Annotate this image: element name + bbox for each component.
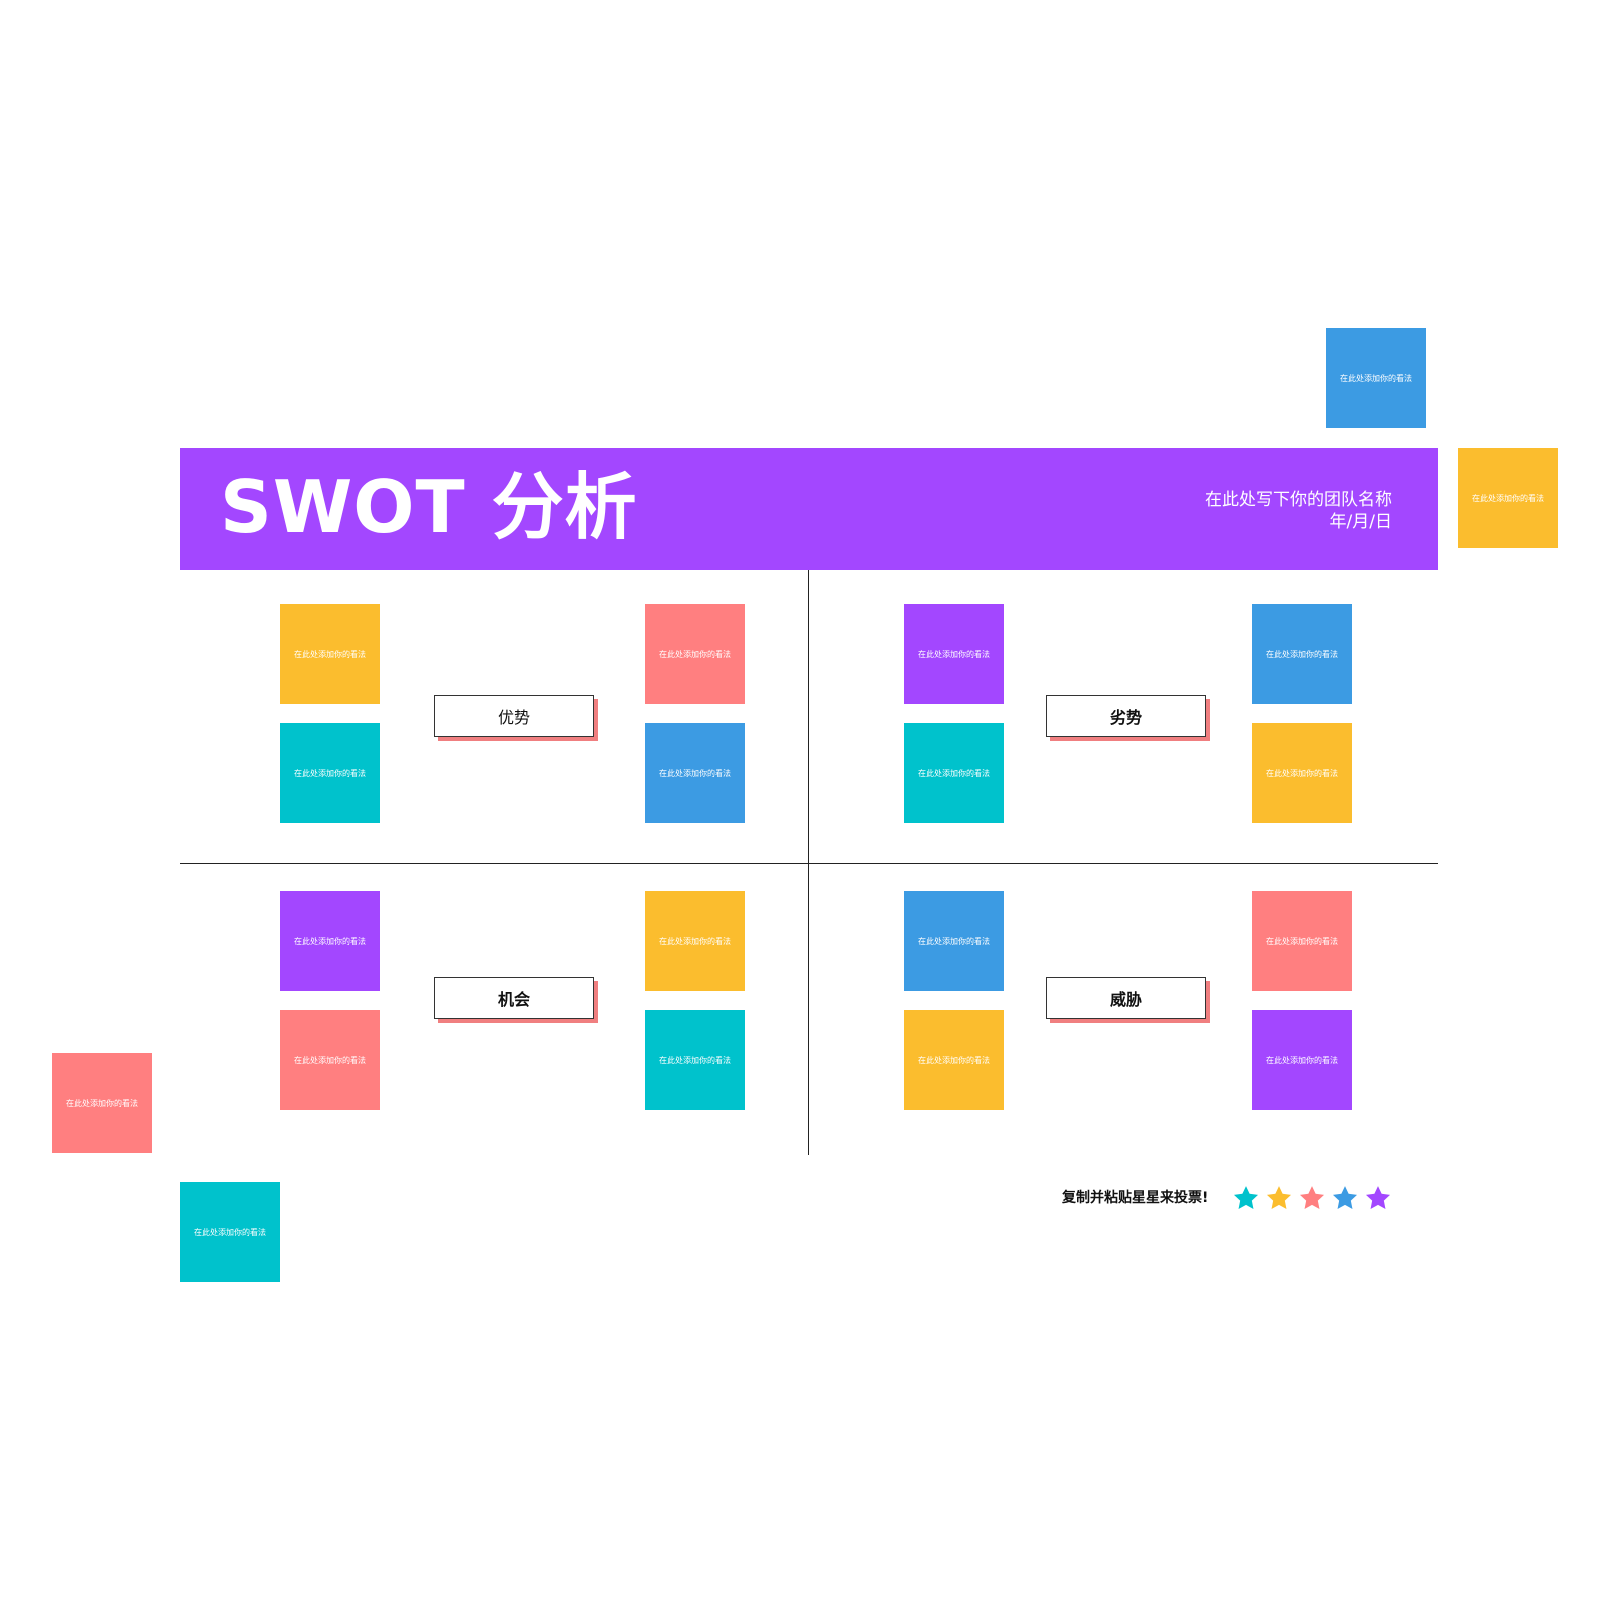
sticky-note-opportunities-2[interactable]: 在此处添加你的看法: [280, 1010, 380, 1110]
sticky-note-threats-1[interactable]: 在此处添加你的看法: [904, 891, 1004, 991]
label-weaknesses[interactable]: 劣势: [1046, 695, 1206, 737]
sticky-note-text: 在此处添加你的看法: [918, 768, 990, 778]
star-icon[interactable]: [1232, 1184, 1260, 1212]
sticky-note-weaknesses-3[interactable]: 在此处添加你的看法: [1252, 604, 1352, 704]
sticky-note-text: 在此处添加你的看法: [1340, 373, 1412, 383]
sticky-note-threats-2[interactable]: 在此处添加你的看法: [904, 1010, 1004, 1110]
sticky-note-text: 在此处添加你的看法: [294, 1055, 366, 1065]
sticky-note-extra-coral[interactable]: 在此处添加你的看法: [52, 1053, 152, 1153]
vertical-divider: [808, 570, 809, 1155]
sticky-note-threats-4[interactable]: 在此处添加你的看法: [1252, 1010, 1352, 1110]
sticky-note-extra-teal[interactable]: 在此处添加你的看法: [180, 1182, 280, 1282]
label-opportunities-text: 机会: [497, 990, 530, 1009]
sticky-note-strengths-3[interactable]: 在此处添加你的看法: [645, 604, 745, 704]
sticky-note-text: 在此处添加你的看法: [659, 936, 731, 946]
sticky-note-strengths-4[interactable]: 在此处添加你的看法: [645, 723, 745, 823]
sticky-note-text: 在此处添加你的看法: [294, 768, 366, 778]
sticky-note-weaknesses-1[interactable]: 在此处添加你的看法: [904, 604, 1004, 704]
vote-instruction: 复制并粘贴星星来投票!: [1062, 1190, 1209, 1206]
sticky-note-threats-3[interactable]: 在此处添加你的看法: [1252, 891, 1352, 991]
sticky-note-opportunities-1[interactable]: 在此处添加你的看法: [280, 891, 380, 991]
label-opportunities[interactable]: 机会: [434, 977, 594, 1019]
sticky-note-text: 在此处添加你的看法: [294, 936, 366, 946]
label-strengths-text: 优势: [497, 708, 530, 727]
sticky-note-text: 在此处添加你的看法: [294, 649, 366, 659]
sticky-note-text: 在此处添加你的看法: [1472, 493, 1544, 503]
star-icon[interactable]: [1298, 1184, 1326, 1212]
label-threats[interactable]: 威胁: [1046, 977, 1206, 1019]
sticky-note-text: 在此处添加你的看法: [918, 1055, 990, 1065]
sticky-note-opportunities-4[interactable]: 在此处添加你的看法: [645, 1010, 745, 1110]
date-field[interactable]: 年/月/日: [1329, 512, 1392, 532]
label-threats-text: 威胁: [1109, 990, 1142, 1009]
page-title[interactable]: SWOT 分析: [220, 465, 638, 549]
sticky-note-text: 在此处添加你的看法: [66, 1098, 138, 1108]
sticky-note-text: 在此处添加你的看法: [918, 936, 990, 946]
sticky-note-text: 在此处添加你的看法: [659, 768, 731, 778]
sticky-note-strengths-2[interactable]: 在此处添加你的看法: [280, 723, 380, 823]
sticky-note-weaknesses-2[interactable]: 在此处添加你的看法: [904, 723, 1004, 823]
sticky-note-text: 在此处添加你的看法: [1266, 768, 1338, 778]
sticky-note-text: 在此处添加你的看法: [1266, 936, 1338, 946]
sticky-note-text: 在此处添加你的看法: [659, 1055, 731, 1065]
star-icon[interactable]: [1265, 1184, 1293, 1212]
horizontal-divider: [180, 863, 1438, 864]
star-icon[interactable]: [1331, 1184, 1359, 1212]
sticky-note-text: 在此处添加你的看法: [659, 649, 731, 659]
sticky-note-extra-blue[interactable]: 在此处添加你的看法: [1326, 328, 1426, 428]
sticky-note-opportunities-3[interactable]: 在此处添加你的看法: [645, 891, 745, 991]
header-banner: SWOT 分析 在此处写下你的团队名称 年/月/日: [180, 448, 1438, 570]
sticky-note-weaknesses-4[interactable]: 在此处添加你的看法: [1252, 723, 1352, 823]
star-icon[interactable]: [1364, 1184, 1392, 1212]
sticky-note-text: 在此处添加你的看法: [1266, 1055, 1338, 1065]
sticky-note-text: 在此处添加你的看法: [194, 1227, 266, 1237]
sticky-note-text: 在此处添加你的看法: [1266, 649, 1338, 659]
sticky-note-text: 在此处添加你的看法: [918, 649, 990, 659]
label-strengths[interactable]: 优势: [434, 695, 594, 737]
sticky-note-extra-yellow[interactable]: 在此处添加你的看法: [1458, 448, 1558, 548]
sticky-note-strengths-1[interactable]: 在此处添加你的看法: [280, 604, 380, 704]
team-name-field[interactable]: 在此处写下你的团队名称: [1205, 490, 1392, 510]
label-weaknesses-text: 劣势: [1109, 708, 1142, 727]
